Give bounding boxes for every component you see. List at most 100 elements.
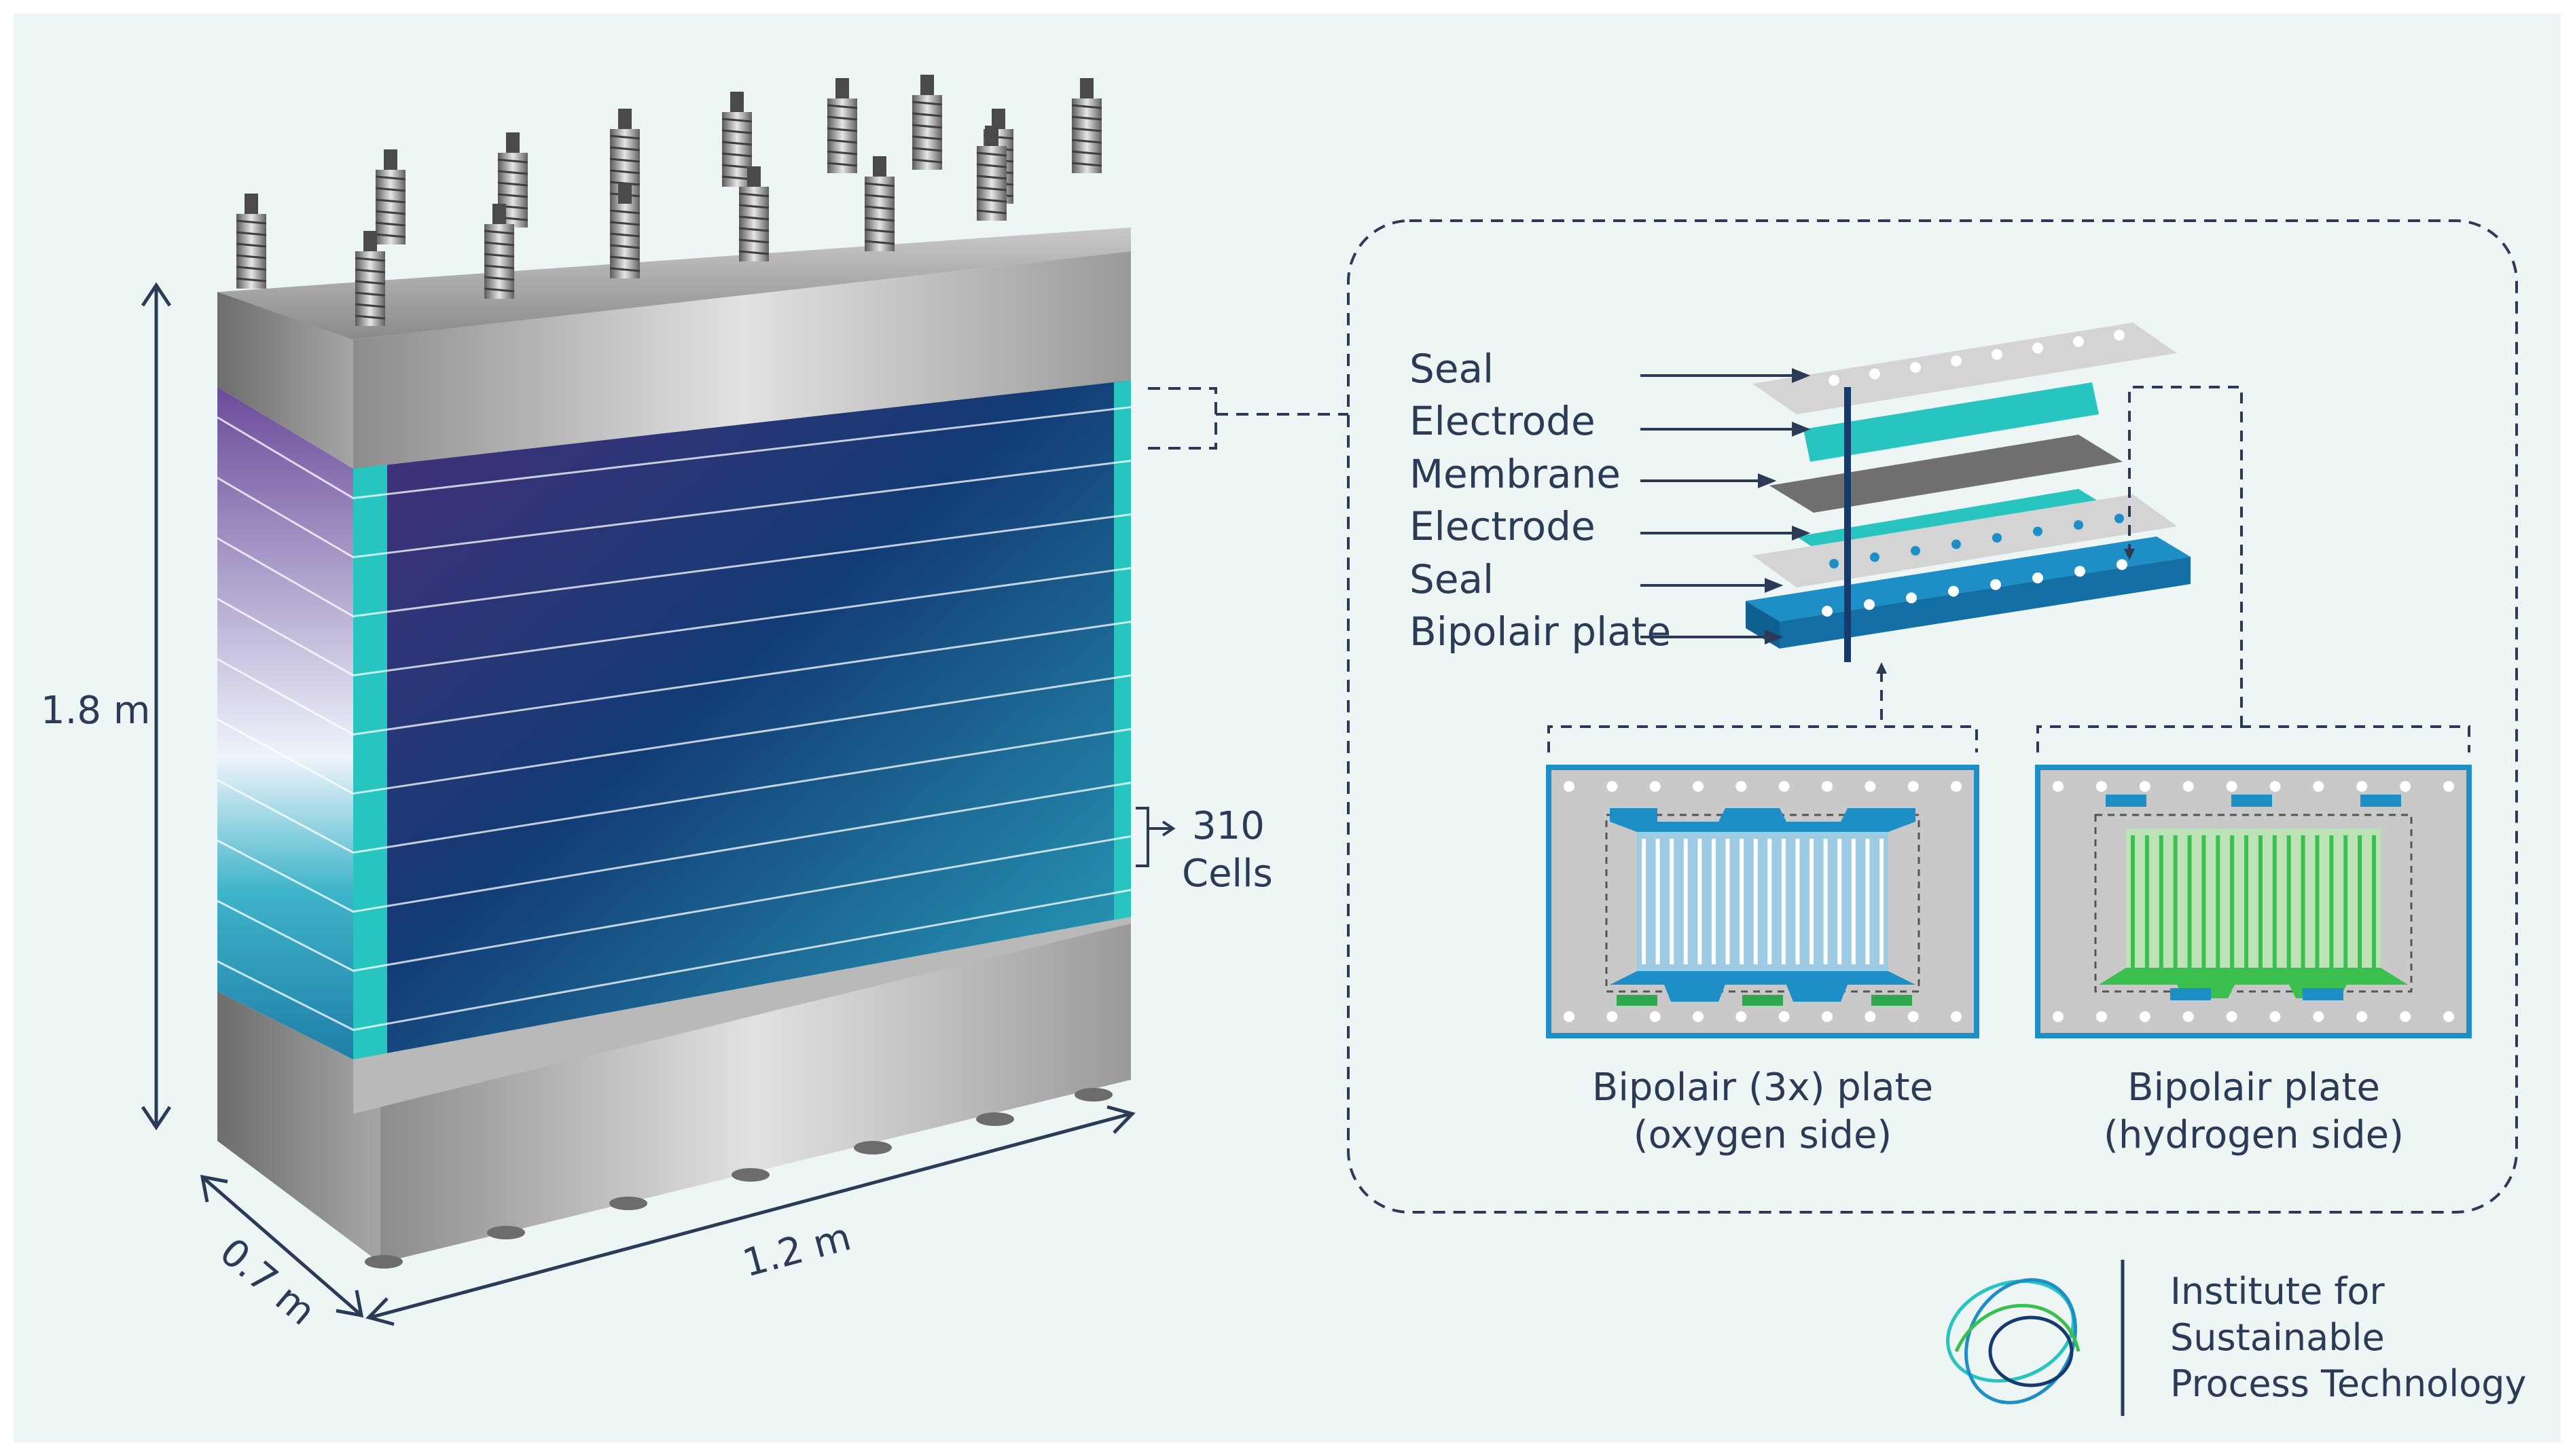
oxygen-plate-caption-line1: Bipolair (3x) plate — [1592, 1066, 1933, 1110]
cell-lines — [217, 406, 1132, 1032]
bolt-thread — [827, 150, 858, 156]
plate-hole — [2443, 781, 2454, 792]
seal-bottom-layer — [1752, 494, 2177, 587]
plate-hole — [2139, 1011, 2150, 1022]
seal-hole — [1992, 349, 2002, 360]
plate-hole — [1822, 1011, 1833, 1022]
plate-hole — [1649, 781, 1661, 792]
bolt-thread — [484, 253, 515, 258]
width-dimension — [365, 1105, 1136, 1326]
plate-hole — [1907, 781, 1919, 792]
layer-label-seal-bottom: Seal — [1409, 556, 1494, 602]
bolt — [827, 78, 858, 173]
plate-hole — [1649, 1011, 1661, 1022]
bolt-body — [827, 98, 857, 173]
plate-hole — [1906, 592, 1917, 604]
seal-hole — [2032, 342, 2043, 354]
hydrogen-port-1 — [2106, 795, 2146, 807]
cell-separator-line — [217, 460, 1132, 559]
bolt-body — [1072, 98, 1102, 173]
seal-hole — [1829, 375, 1839, 386]
bolt-thread — [864, 217, 895, 222]
bolt-body — [739, 187, 769, 261]
bolt-thread — [609, 267, 641, 272]
cell-separator-line — [217, 513, 1132, 618]
bolt-thread — [721, 129, 753, 134]
bolt-thread — [864, 205, 895, 211]
bolt — [1071, 78, 1102, 173]
layer-label-seal-top: Seal — [1409, 346, 1494, 392]
bolt-tip — [363, 231, 377, 251]
bolt-thread — [1071, 104, 1102, 109]
bolt-thread — [738, 238, 770, 244]
bolt-body — [912, 95, 942, 170]
bolt-thread — [738, 192, 770, 198]
bolt-thread — [1071, 127, 1102, 132]
bolt-body — [977, 146, 1007, 221]
bolt-thread — [976, 209, 1007, 215]
bolt-tip — [492, 204, 506, 224]
plate-hole — [1951, 1011, 1962, 1022]
height-dimension — [141, 282, 172, 1131]
plate-hole — [2443, 1011, 2454, 1022]
institute-logo — [1946, 1278, 2081, 1404]
seal-hole — [1951, 539, 1961, 549]
bolt-thread — [721, 175, 753, 181]
hydrogen-plate-holes — [2053, 781, 2454, 1022]
cell-block-side — [217, 387, 353, 1059]
bolt-tip — [835, 78, 849, 98]
bolt-tip — [747, 166, 761, 187]
seal-hole — [1870, 552, 1879, 562]
plate-hole — [1990, 579, 2001, 590]
electrolyser-stack — [217, 75, 1132, 1269]
seal-hole — [1911, 546, 1920, 556]
bolt-thread — [609, 209, 641, 215]
bolt-thread — [721, 117, 753, 123]
plate-hole — [1564, 1011, 1574, 1022]
bolt — [355, 231, 386, 326]
bolt-thread — [355, 303, 386, 308]
seal-top-layer — [1752, 323, 2177, 414]
hydrogen-side-plate — [2035, 765, 2472, 1038]
bolt-tip — [1080, 78, 1094, 98]
stack-foot — [609, 1197, 647, 1210]
bolt-thread — [609, 146, 641, 151]
bolt-thread — [864, 182, 895, 187]
bolt-thread — [864, 240, 895, 245]
arrowhead-to-plate — [1876, 662, 1887, 674]
bolt-thread — [236, 277, 267, 283]
bolt-thread — [864, 194, 895, 199]
oxygen-channel — [1642, 839, 1884, 964]
bolt-thread — [912, 147, 943, 152]
bolt-thread — [827, 127, 858, 132]
institute-name-line3: Process Technology — [2170, 1362, 2527, 1405]
depth-dimension — [200, 1174, 364, 1318]
seal-hole — [2114, 513, 2124, 524]
oxygen-plate-caption-line2: (oxygen side) — [1634, 1113, 1892, 1157]
plate-hole — [1735, 781, 1747, 792]
plate-hole — [1865, 781, 1876, 792]
bolt-tip — [618, 183, 632, 204]
bolt — [484, 204, 515, 299]
plate-hole — [1865, 1011, 1876, 1022]
bolt-thread — [609, 221, 641, 226]
plate-hole — [2182, 1011, 2194, 1022]
callout-connector — [1148, 387, 1348, 450]
cell-separator-line — [217, 835, 1132, 972]
membrane-layer — [1769, 435, 2123, 513]
plate-hole — [2139, 781, 2150, 792]
bolt-thread — [912, 112, 943, 117]
bolt-body — [355, 251, 385, 326]
bolt-thread — [355, 291, 386, 297]
plate-hole — [1822, 606, 1833, 617]
hydrogen-flow-channels — [2131, 835, 2376, 968]
bolt-thread — [827, 115, 858, 121]
bolt-body — [376, 170, 406, 244]
bolt-tip — [920, 75, 934, 95]
bolt-thread — [976, 198, 1007, 203]
plate-hole — [2400, 781, 2411, 792]
bolt-tip — [985, 126, 998, 146]
bolt-thread — [375, 198, 406, 204]
stack-foot — [1075, 1088, 1113, 1102]
bottom-plate-front — [380, 917, 1131, 1263]
